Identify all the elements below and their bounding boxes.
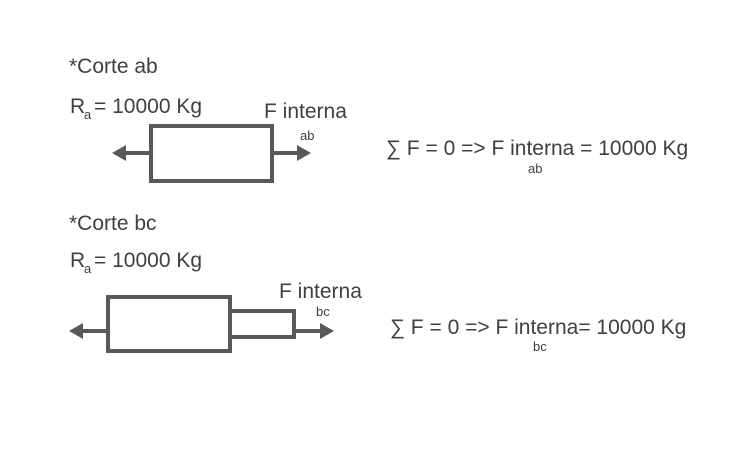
- section2-reaction-subscript: a: [84, 261, 92, 276]
- section1-bar: [149, 124, 274, 183]
- section1-force-label: F interna: [264, 100, 347, 123]
- section1-right-arrowhead: [297, 145, 311, 161]
- section1-heading: *Corte ab: [69, 55, 158, 78]
- section2-force-label: F interna: [279, 280, 362, 303]
- section2-reaction-symbol: R: [70, 249, 86, 272]
- section1-equation: ∑ F = 0 => F interna = 10000 Kg: [386, 137, 689, 160]
- section2-right-arrowhead: [320, 323, 334, 339]
- section2-large-bar: [106, 295, 232, 353]
- section2-equation-subscript: bc: [533, 339, 547, 354]
- section2-equation: ∑ F = 0 => F interna= 10000 Kg: [390, 316, 687, 339]
- section1-reaction-symbol: R: [70, 95, 86, 118]
- section2-left-arrowhead: [69, 323, 83, 339]
- section2-force-subscript: bc: [316, 304, 330, 319]
- section2-small-bar: [228, 309, 296, 339]
- section1-reaction-value: = 10000 Kg: [94, 95, 203, 118]
- section2-reaction-value: = 10000 Kg: [94, 249, 203, 272]
- section2-heading: *Corte bc: [69, 212, 157, 235]
- section1-equation-subscript: ab: [528, 161, 543, 176]
- section1-force-subscript: ab: [300, 128, 315, 143]
- section1-reaction-subscript: a: [84, 107, 92, 122]
- section1-left-arrowhead: [112, 145, 126, 161]
